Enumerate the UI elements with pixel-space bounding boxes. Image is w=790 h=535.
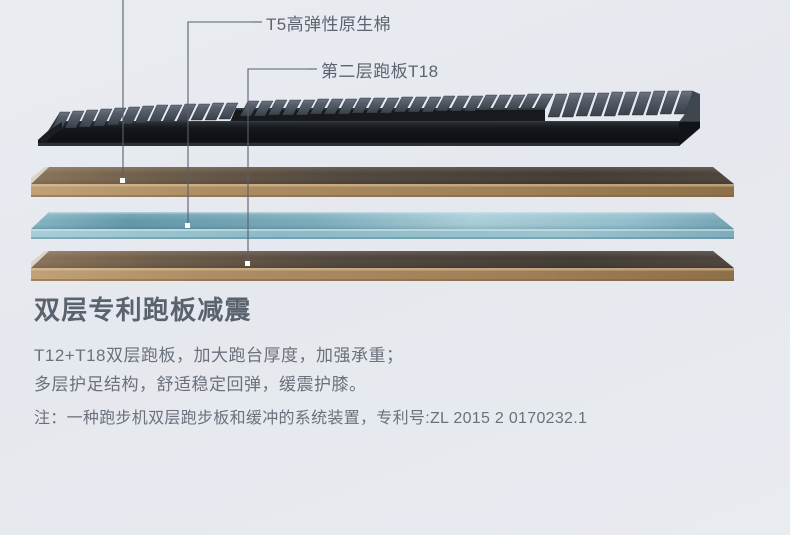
section-title: 双层专利跑板减震 xyxy=(34,295,252,325)
layer-running-belt xyxy=(38,90,700,146)
callout-label-t18: 第二层跑板T18 xyxy=(321,62,439,81)
callout-label-t5: T5高弹性原生棉 xyxy=(266,15,392,34)
description-line-2: 多层护足结构，舒适稳定回弹，缓震护膝。 xyxy=(34,374,367,394)
layer-lower-wood-board xyxy=(31,251,734,281)
patent-note: 注：一种跑步机双层跑步板和缓冲的系统装置，专利号:ZL 2015 2 01702… xyxy=(34,410,588,428)
layer-upper-wood-board xyxy=(31,167,734,197)
leader-endpoint-markers xyxy=(120,178,250,266)
belt-slats-right xyxy=(547,90,694,118)
belt-slats-left xyxy=(51,102,239,130)
treadmill-deck-exploded-diagram xyxy=(31,0,734,281)
leader-lines xyxy=(122,0,317,264)
layer-cushion-t5 xyxy=(31,212,734,239)
belt-slats-middle xyxy=(239,93,554,117)
description-block: 双层专利跑板减震 T12+T18双层跑板，加大跑台厚度，加强承重； 多层护足结构… xyxy=(34,296,764,433)
description-line-1: T12+T18双层跑板，加大跑台厚度，加强承重； xyxy=(34,345,404,365)
